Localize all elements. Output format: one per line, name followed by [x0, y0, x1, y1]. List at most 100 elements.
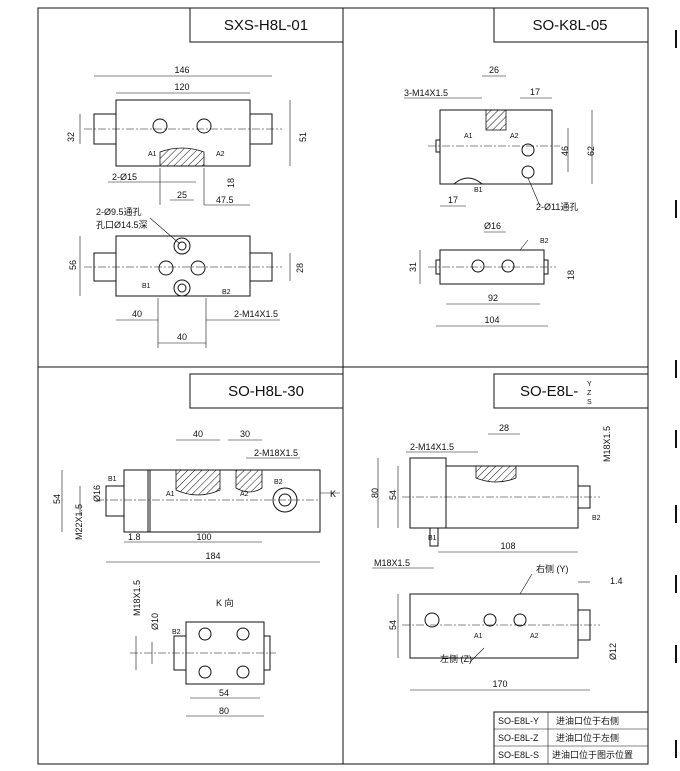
legend-desc: 进油口位于左侧 [556, 732, 619, 743]
dimension-label: A2 [530, 633, 539, 640]
dimension-label: 170 [492, 679, 507, 689]
dimension-label: K 向 [216, 597, 234, 608]
dimension-label: 2-Ø15 [112, 172, 137, 182]
dimension-label: 184 [205, 551, 220, 561]
dimension-label: 左侧 (Z) [440, 653, 472, 664]
port-b2-hole [521, 165, 535, 179]
dimension-label: 31 [408, 262, 418, 272]
dimension-label: A1 [148, 151, 157, 158]
dimension-label: B2 [274, 479, 283, 486]
legend-code: SO-E8L-Z [498, 733, 539, 743]
dimension-label: 146 [174, 65, 189, 75]
legend-desc: 进油口位于右侧 [556, 715, 619, 726]
dimension-label: 92 [488, 293, 498, 303]
dimension-label: Ø12 [608, 643, 618, 660]
legend-desc: 进油口位于图示位置 [552, 749, 633, 760]
title-box [493, 373, 649, 409]
dimension-label: A2 [216, 151, 225, 158]
dimension-label: 54 [219, 688, 229, 698]
mount-hole [196, 118, 212, 134]
dimension-label: 17 [448, 195, 458, 205]
dimension-label: 2-M14X1.5 [410, 442, 454, 452]
legend-code: SO-E8L-Y [498, 716, 539, 726]
title-box [493, 7, 649, 43]
panel-title: SO-K8L-05 [532, 17, 607, 34]
dimension-label: 18 [566, 270, 576, 280]
title-box [189, 373, 344, 409]
mount-hole [236, 665, 250, 679]
port-a1-hole [483, 613, 497, 627]
dimension-label: B2 [540, 238, 549, 245]
mount-hole [198, 627, 212, 641]
dimension-label: M18X1.5 [132, 580, 142, 616]
dimension-label: A1 [464, 133, 473, 140]
dimension-label: 108 [500, 541, 515, 551]
through-hole [173, 279, 191, 297]
dimension-label: M18X1.5 [602, 426, 612, 462]
panel-so-e8l: SO-E8L- Y Z S B1 B2 2-M14X1.5 28 M18X1.5… [370, 373, 649, 765]
end-block-left [409, 457, 447, 529]
dimension-label: 26 [489, 65, 499, 75]
dimension-label: 120 [174, 82, 189, 92]
title-box [189, 7, 344, 43]
port-a2-hole [513, 613, 527, 627]
dimension-label: 18 [226, 178, 236, 188]
dimension-label: 30 [240, 429, 250, 439]
dimension-label: 54 [52, 494, 62, 504]
dimension-label: B2 [592, 515, 601, 522]
dimension-label: B2 [222, 289, 231, 296]
dimension-label: B1 [474, 187, 483, 194]
dimension-label: 40 [132, 309, 142, 319]
panel-so-k8l-05: SO-K8L-05 A1 A2 B1 3-M14X1.5 26 17 46 62… [404, 7, 649, 327]
dimension-label: 28 [295, 263, 305, 273]
panel-title: SXS-H8L-01 [224, 17, 308, 34]
dimension-label: 46 [560, 146, 570, 156]
port-section [159, 147, 205, 167]
dimension-label: 孔口Ø14.5深 [96, 220, 148, 230]
dimension-label: 1.4 [610, 576, 623, 586]
mount-hole [471, 259, 485, 273]
valve-body-top [115, 235, 251, 297]
dimension-label: Ø10 [150, 613, 160, 630]
dimension-label: K [330, 489, 336, 499]
dimension-label: 62 [586, 146, 596, 156]
panel-title: SO-E8L- [520, 383, 578, 400]
dimension-label: B1 [142, 283, 151, 290]
dimension-label: M22X1.5 [74, 504, 84, 540]
port-section-hatched [485, 109, 507, 131]
dimension-label: 104 [484, 315, 499, 325]
panel-title: SO-H8L-30 [228, 383, 304, 400]
panel-sxs-h8l-01: SXS-H8L-01 A1 A2 146 120 32 51 2-Ø15 25 … [66, 7, 344, 348]
dimension-label: 右侧 (Y) [536, 563, 569, 574]
port-b2-hole [190, 260, 206, 276]
dimension-label: M18X1.5 [374, 558, 410, 568]
dimension-label: A2 [240, 491, 249, 498]
panel-so-h8l-30: SO-H8L-30 K B1 A1 A2 B2 40 30 2-M18X1.5 … [52, 373, 344, 717]
dimension-label: B2 [172, 629, 181, 636]
dimension-label: 1.8 [128, 532, 141, 542]
end-fitting-left [105, 485, 125, 517]
dimension-label: 2-M14X1.5 [234, 309, 278, 319]
dimension-label: 40 [177, 332, 187, 342]
dimension-label: 25 [177, 190, 187, 200]
dimension-label: 80 [370, 488, 380, 498]
port-b1-hole [424, 612, 440, 628]
port-section [175, 469, 221, 496]
dimension-label: 2-M18X1.5 [254, 448, 298, 458]
dimension-label: 32 [66, 132, 76, 142]
dimension-label: 100 [196, 532, 211, 542]
mount-hole [236, 627, 250, 641]
dimension-label: B1 [428, 535, 437, 542]
dimension-label: 2-Ø11通孔 [536, 202, 578, 212]
mount-hole [152, 118, 168, 134]
dimension-label: 47.5 [216, 195, 234, 205]
dimension-label: 80 [219, 706, 229, 716]
dimension-label: 54 [388, 620, 398, 630]
legend-code: SO-E8L-S [498, 750, 539, 760]
model-legend-table: SO-E8L-Y 进油口位于右侧 SO-E8L-Z 进油口位于左侧 SO-E8L… [493, 711, 649, 765]
dimension-label: 2-Ø9.5通孔 [96, 207, 142, 217]
dimension-label: 56 [68, 260, 78, 270]
dimension-label: A1 [166, 491, 175, 498]
mount-hole [501, 259, 515, 273]
